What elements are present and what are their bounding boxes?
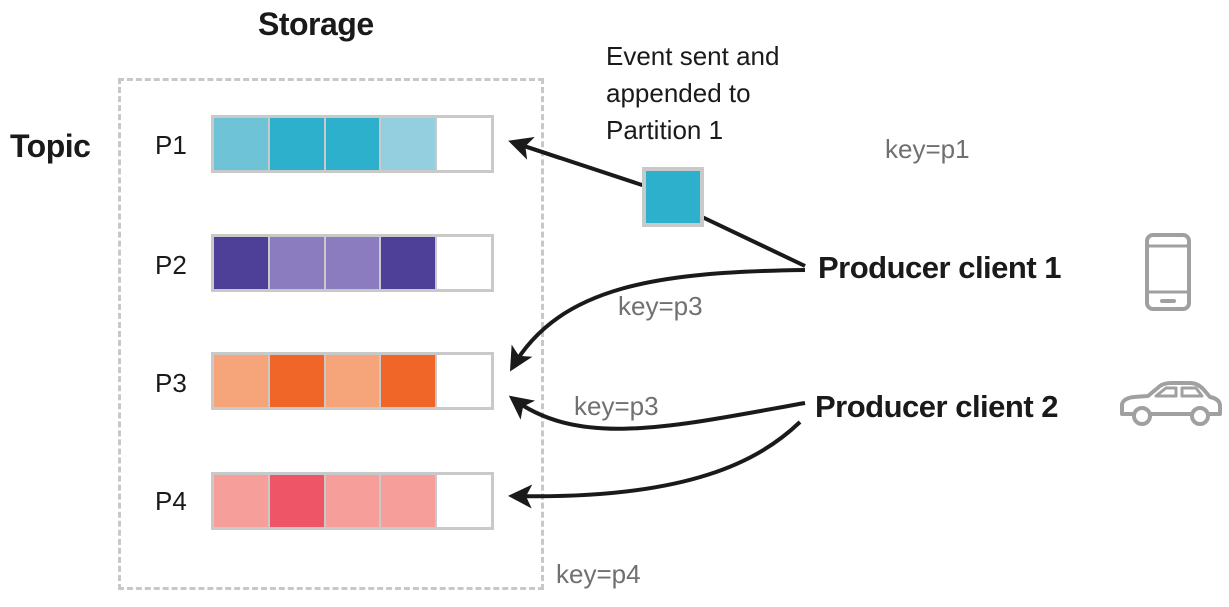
arrow-producer1-to-p3 [509, 268, 806, 372]
event-cell [214, 355, 268, 407]
producer-client-2-label: Producer client 2 [815, 389, 1059, 424]
storage-container [118, 78, 544, 590]
event-cell [325, 118, 380, 170]
event-cell [325, 237, 380, 289]
event-cell [381, 355, 436, 407]
key-label-p4: key=p4 [556, 559, 641, 589]
event-cell [325, 355, 380, 407]
event-cell [381, 475, 436, 527]
topic-label: Topic [10, 128, 91, 164]
event-cell [214, 118, 268, 170]
storage-title: Storage [258, 6, 374, 42]
event-cell [214, 475, 268, 527]
event-cell [214, 237, 268, 289]
arrow-producer2-to-p4 [508, 420, 802, 509]
empty-slot [437, 475, 491, 527]
event-cell [325, 475, 380, 527]
event-cell [269, 355, 324, 407]
event-cell [269, 475, 324, 527]
event-cell [269, 237, 324, 289]
partition-label-p3: P3 [155, 368, 187, 398]
partition-log-p1 [211, 115, 494, 173]
partition-log-p2 [211, 234, 494, 292]
key-label-p3-upper: key=p3 [618, 291, 703, 321]
event-annotation: Event sent and appended to Partition 1 [606, 41, 780, 145]
partition-log-p3 [211, 352, 494, 410]
event-message-box [642, 167, 704, 227]
partition-label-p1: P1 [155, 130, 187, 160]
producer-client-1-label: Producer client 1 [818, 250, 1062, 285]
partition-label-p4: P4 [155, 486, 187, 516]
key-label-p1: key=p1 [885, 134, 970, 164]
arrow-producer2-to-p3 [508, 395, 806, 431]
phone-icon [1145, 233, 1191, 311]
empty-slot [437, 237, 491, 289]
partition-log-p4 [211, 472, 494, 530]
empty-slot [437, 355, 491, 407]
car-icon [1120, 381, 1222, 426]
empty-slot [437, 118, 491, 170]
event-cell [381, 118, 436, 170]
event-cell [381, 237, 436, 289]
event-cell [269, 118, 324, 170]
partition-label-p2: P2 [155, 250, 187, 280]
key-label-p3-lower: key=p3 [574, 391, 659, 421]
